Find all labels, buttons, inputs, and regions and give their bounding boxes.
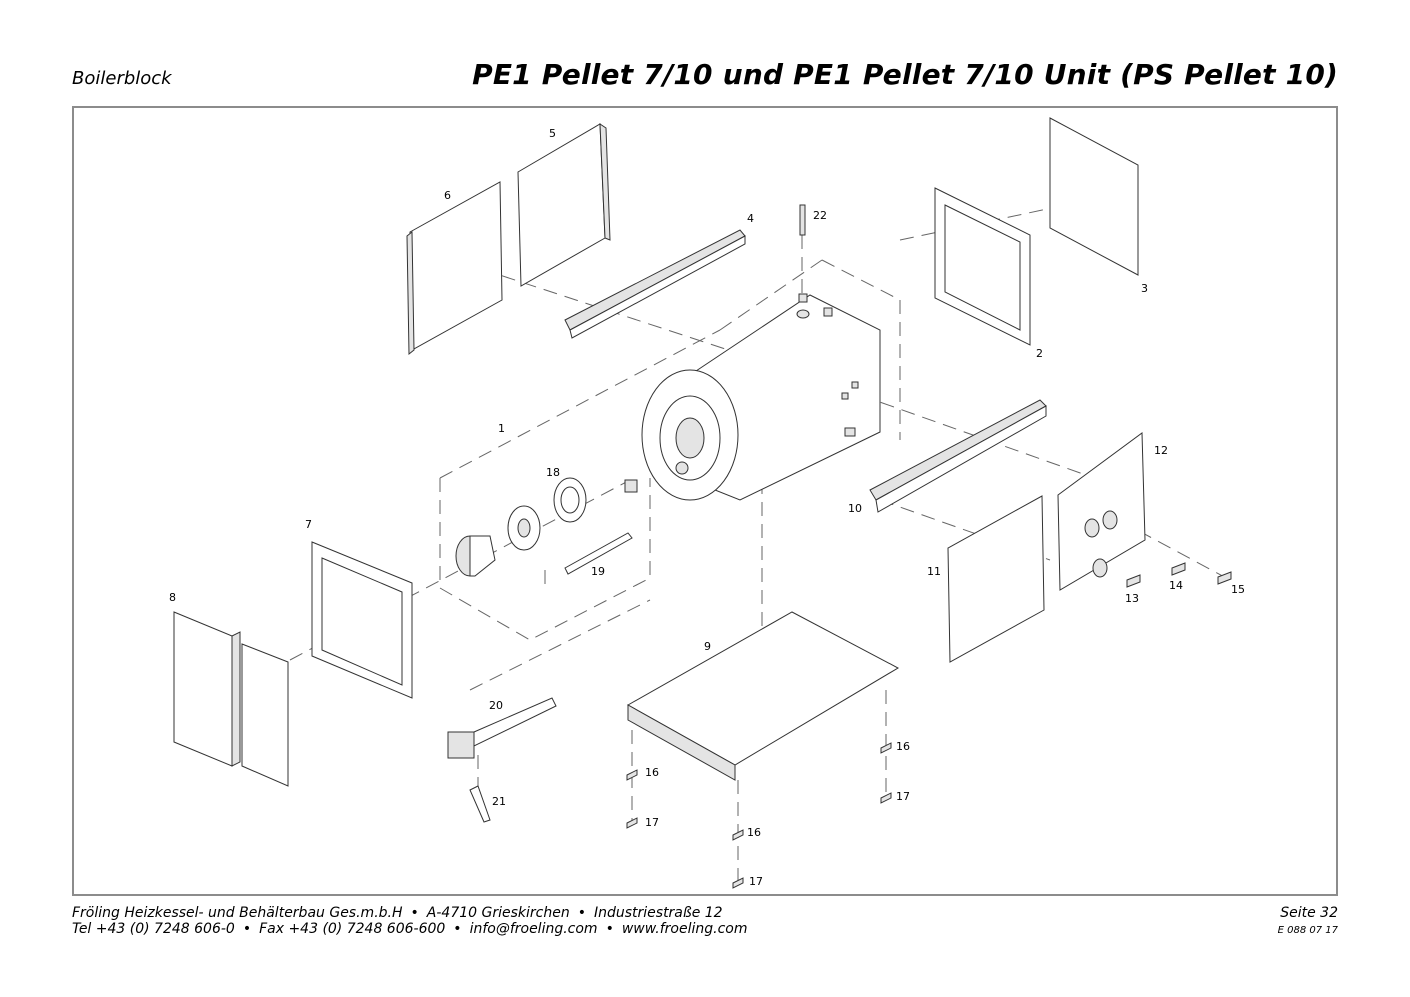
part-3-panel xyxy=(1049,117,1139,276)
part-9-base-tray xyxy=(626,611,900,781)
footer-separator: • xyxy=(605,921,614,937)
footer-contact-line: Tel +43 (0) 7248 606-0 • Fax +43 (0) 7248 … xyxy=(72,921,748,937)
label-part-10: 10 xyxy=(848,502,862,515)
label-part-5: 5 xyxy=(549,127,556,140)
document-code: E 088 07 17 xyxy=(1277,925,1338,936)
label-part-17a: 17 xyxy=(645,816,659,829)
page-number: Seite 32 xyxy=(1280,905,1338,921)
label-part-6: 6 xyxy=(444,189,451,202)
label-part-14: 14 xyxy=(1169,579,1183,592)
part-18-gasket xyxy=(553,477,587,523)
small-cap xyxy=(624,479,638,493)
label-part-19: 19 xyxy=(591,565,605,578)
label-part-17b: 17 xyxy=(749,875,763,888)
part-21-wrench xyxy=(469,785,491,823)
drawing-frame xyxy=(72,106,1338,896)
footer-separator: • xyxy=(410,905,419,921)
label-part-20: 20 xyxy=(489,699,503,712)
parts-13-15-plugs xyxy=(1126,562,1232,588)
label-part-16c: 16 xyxy=(896,740,910,753)
part-22-pin xyxy=(799,204,806,236)
label-part-16a: 16 xyxy=(645,766,659,779)
label-part-4: 4 xyxy=(747,212,754,225)
burner-cup xyxy=(455,535,496,577)
part-19-sensor xyxy=(564,532,633,575)
footer-company: Fröling Heizkessel- und Behälterbau Ges.… xyxy=(72,905,403,921)
footer-web-link[interactable]: www.froeling.com xyxy=(621,921,748,937)
label-part-9: 9 xyxy=(704,640,711,653)
footer-email-link[interactable]: info@froeling.com xyxy=(469,921,598,937)
part-1-boiler-body xyxy=(641,293,881,501)
part-6-side-panel xyxy=(406,181,503,356)
footer-address: A-4710 Grieskirchen xyxy=(426,905,570,921)
flange xyxy=(507,505,541,551)
label-part-12: 12 xyxy=(1154,444,1168,457)
label-part-13: 13 xyxy=(1125,592,1139,605)
footer-separator: • xyxy=(453,921,462,937)
label-part-8: 8 xyxy=(169,591,176,604)
footer-street: Industriestraße 12 xyxy=(593,905,723,921)
footer-separator: • xyxy=(577,905,586,921)
label-part-15: 15 xyxy=(1231,583,1245,596)
label-part-2: 2 xyxy=(1036,347,1043,360)
footer-address-line: Fröling Heizkessel- und Behälterbau Ges.… xyxy=(72,905,723,921)
label-part-11: 11 xyxy=(927,565,941,578)
footer-tel: Tel +43 (0) 7248 606-0 xyxy=(72,921,235,937)
part-20-heating-element xyxy=(447,697,557,759)
part-10-rail xyxy=(869,399,1047,513)
label-part-1: 1 xyxy=(498,422,505,435)
section-label: Boilerblock xyxy=(72,68,172,89)
part-11-side-panel xyxy=(947,495,1045,663)
part-7-front-frame xyxy=(311,541,413,699)
part-8-insulation xyxy=(173,611,289,787)
label-part-21: 21 xyxy=(492,795,506,808)
label-part-7: 7 xyxy=(305,518,312,531)
label-part-22: 22 xyxy=(813,209,827,222)
document-title: PE1 Pellet 7/10 und PE1 Pellet 7/10 Unit… xyxy=(472,58,1338,91)
label-part-3: 3 xyxy=(1141,282,1148,295)
part-5-back-panel xyxy=(517,123,611,287)
parts-16-17-feet xyxy=(626,742,892,889)
part-number-labels: 1 2 3 4 5 6 7 8 9 10 11 12 13 14 15 16 1… xyxy=(169,127,1245,888)
label-part-17c: 17 xyxy=(896,790,910,803)
part-2-frame xyxy=(934,187,1031,346)
footer-separator: • xyxy=(242,921,252,937)
label-part-16b: 16 xyxy=(747,826,761,839)
label-part-18: 18 xyxy=(546,466,560,479)
part-12-side-panel xyxy=(1057,432,1146,591)
part-4-rail xyxy=(564,229,746,339)
footer-fax: Fax +43 (0) 7248 606-600 xyxy=(259,921,446,937)
